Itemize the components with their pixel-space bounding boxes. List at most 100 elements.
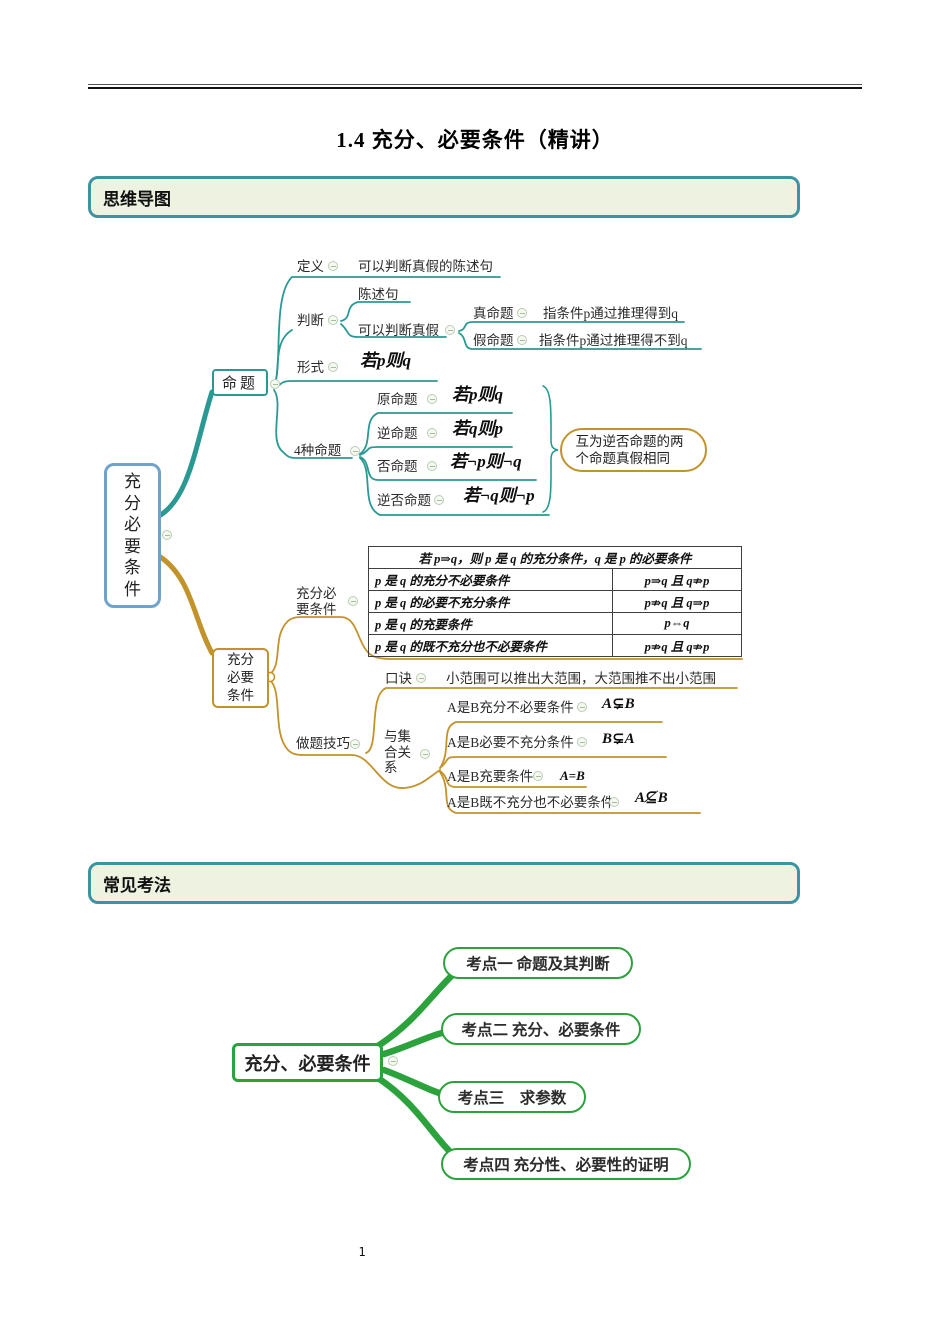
collapse-icon bbox=[427, 394, 437, 404]
collapse-icon bbox=[270, 379, 280, 389]
set-item-value: A⊊B bbox=[602, 696, 635, 712]
true-prop-label: 真命题 bbox=[473, 306, 514, 321]
table-row: p 是 q 的既不充分也不必要条件 p⇏q 且 q⇏p bbox=[368, 634, 742, 657]
contrapositive-prop-value: 若¬q则¬p bbox=[463, 486, 535, 505]
form-label: 形式 bbox=[297, 360, 324, 375]
collapse-icon bbox=[162, 530, 172, 540]
header-rule-thin bbox=[88, 84, 862, 85]
set-item-label: A是B必要不充分条件 bbox=[447, 735, 574, 750]
definition-value: 可以判断真假的陈述句 bbox=[358, 259, 493, 274]
collapse-icon bbox=[328, 261, 338, 271]
collapse-icon bbox=[427, 428, 437, 438]
mindmap1-root-label: 充分必要条件 bbox=[124, 472, 141, 599]
exam-point-2-label: 考点二 充分、必要条件 bbox=[461, 1022, 621, 1039]
false-prop-value: 指条件p通过推理得不到q bbox=[539, 333, 688, 348]
table-row: 若 p⇒q，则 p 是 q 的充分条件，q 是 p 的必要条件 bbox=[368, 546, 742, 569]
mnemonic-value: 小范围可以推出大范围，大范围推不出小范围 bbox=[446, 671, 716, 686]
contrapositive-note: 互为逆否命题的两个命题真假相同 bbox=[560, 428, 707, 472]
table-cell-left: p 是 q 的既不充分也不必要条件 bbox=[368, 634, 613, 657]
header-rule-thick bbox=[88, 87, 862, 89]
set-item-label: A是B既不充分也不必要条件 bbox=[447, 795, 615, 810]
mindmap2-root-node: 充分、必要条件 bbox=[232, 1043, 383, 1082]
mindmap2-root-label: 充分、必要条件 bbox=[244, 1053, 371, 1074]
collapse-icon bbox=[350, 446, 360, 456]
converse-prop-label: 逆命题 bbox=[377, 426, 418, 441]
collapse-icon bbox=[427, 461, 437, 471]
collapse-icon bbox=[577, 737, 587, 747]
collapse-icon bbox=[420, 749, 430, 759]
exam-point-1-label: 考点一 命题及其判断 bbox=[466, 956, 610, 973]
form-value: 若p则q bbox=[360, 351, 411, 370]
technique-label: 做题技巧 bbox=[296, 736, 350, 751]
exam-point-2: 考点二 充分、必要条件 bbox=[441, 1013, 641, 1045]
true-prop-value: 指条件p通过推理得到q bbox=[543, 306, 678, 321]
contrapositive-note-text: 互为逆否命题的两个命题真假相同 bbox=[575, 434, 684, 466]
contrapositive-prop-label: 逆否命题 bbox=[377, 493, 431, 508]
page-title: 1.4 充分、必要条件（精讲） bbox=[336, 128, 614, 152]
false-prop-label: 假命题 bbox=[473, 333, 514, 348]
judge-label: 判断 bbox=[297, 313, 324, 328]
mnemonic-label: 口诀 bbox=[385, 671, 412, 686]
exam-point-4-label: 考点四 充分性、必要性的证明 bbox=[463, 1157, 669, 1174]
table-cell-left: p 是 q 的充分不必要条件 bbox=[368, 568, 613, 591]
condition-table-wrap: 若 p⇒q，则 p 是 q 的充分条件，q 是 p 的必要条件 p 是 q 的充… bbox=[368, 546, 742, 657]
gold-branch-lines bbox=[156, 553, 743, 814]
collapse-icon bbox=[533, 771, 543, 781]
exam-point-3: 考点三 求参数 bbox=[438, 1081, 586, 1113]
section-header-exam: 常见考法 bbox=[88, 862, 800, 904]
collapse-icon bbox=[350, 739, 360, 749]
set-item-label: A是B充要条件 bbox=[447, 769, 534, 784]
table-header-cell: 若 p⇒q，则 p 是 q 的充分条件，q 是 p 的必要条件 bbox=[368, 546, 742, 569]
set-item-label: A是B充分不必要条件 bbox=[447, 700, 574, 715]
section-header-mindmap: 思维导图 bbox=[88, 176, 800, 218]
suff-nec-node: 充分必要条件 bbox=[212, 648, 269, 708]
collapse-icon bbox=[388, 1056, 398, 1066]
inverse-prop-label: 否命题 bbox=[377, 459, 418, 474]
section-header-exam-label: 常见考法 bbox=[103, 875, 171, 895]
proposition-label: 命题 bbox=[221, 376, 258, 392]
collapse-icon bbox=[445, 325, 455, 335]
section-header-mindmap-label: 思维导图 bbox=[103, 189, 171, 209]
definition-label: 定义 bbox=[297, 259, 324, 274]
set-item-value: A⊈B bbox=[635, 790, 668, 806]
suff-nec-branch-label: 充分必要条件 bbox=[296, 586, 337, 617]
table-cell-left: p 是 q 的必要不充分条件 bbox=[368, 590, 613, 613]
suff-nec-node-label: 充分必要条件 bbox=[227, 652, 254, 703]
collapse-icon bbox=[517, 308, 527, 318]
original-prop-label: 原命题 bbox=[377, 392, 418, 407]
exam-point-3-label: 考点三 求参数 bbox=[457, 1090, 567, 1107]
collapse-icon bbox=[348, 596, 358, 606]
mindmap1-root-node: 充分必要条件 bbox=[104, 463, 161, 608]
table-cell-right: p⇔q bbox=[612, 612, 742, 635]
inverse-prop-value: 若¬p则¬q bbox=[450, 452, 522, 471]
table-row: p 是 q 的充要条件 p⇔q bbox=[368, 612, 742, 635]
collapse-icon bbox=[328, 315, 338, 325]
judge-truth-label: 可以判断真假 bbox=[358, 323, 439, 338]
table-row: p 是 q 的必要不充分条件 p⇏q 且 q⇒p bbox=[368, 590, 742, 613]
original-prop-value: 若p则q bbox=[452, 385, 503, 404]
statement-label: 陈述句 bbox=[358, 287, 399, 302]
condition-table: 若 p⇒q，则 p 是 q 的充分条件，q 是 p 的必要条件 p 是 q 的充… bbox=[368, 546, 742, 657]
teal-branch-lines bbox=[156, 276, 702, 519]
collapse-icon bbox=[434, 495, 444, 505]
table-cell-right: p⇏q 且 q⇒p bbox=[612, 590, 742, 613]
table-cell-right: p⇏q 且 q⇏p bbox=[612, 634, 742, 657]
converse-prop-value: 若q则p bbox=[452, 419, 503, 438]
collapse-icon bbox=[517, 335, 527, 345]
exam-point-1: 考点一 命题及其判断 bbox=[443, 947, 633, 979]
table-row: p 是 q 的充分不必要条件 p⇒q 且 q⇏p bbox=[368, 568, 742, 591]
table-cell-left: p 是 q 的充要条件 bbox=[368, 612, 613, 635]
collapse-icon bbox=[577, 702, 587, 712]
four-props-label: 4种命题 bbox=[294, 443, 342, 458]
collapse-icon bbox=[416, 673, 426, 683]
collapse-icon bbox=[609, 797, 619, 807]
proposition-node: 命题 bbox=[212, 369, 268, 396]
table-cell-right: p⇒q 且 q⇏p bbox=[612, 568, 742, 591]
set-item-value: B⊊A bbox=[602, 731, 635, 747]
set-relation-label: 与集合关系 bbox=[384, 729, 411, 775]
page-number: 1 bbox=[358, 1245, 366, 1259]
set-item-value: A=B bbox=[560, 768, 585, 783]
collapse-icon bbox=[328, 362, 338, 372]
